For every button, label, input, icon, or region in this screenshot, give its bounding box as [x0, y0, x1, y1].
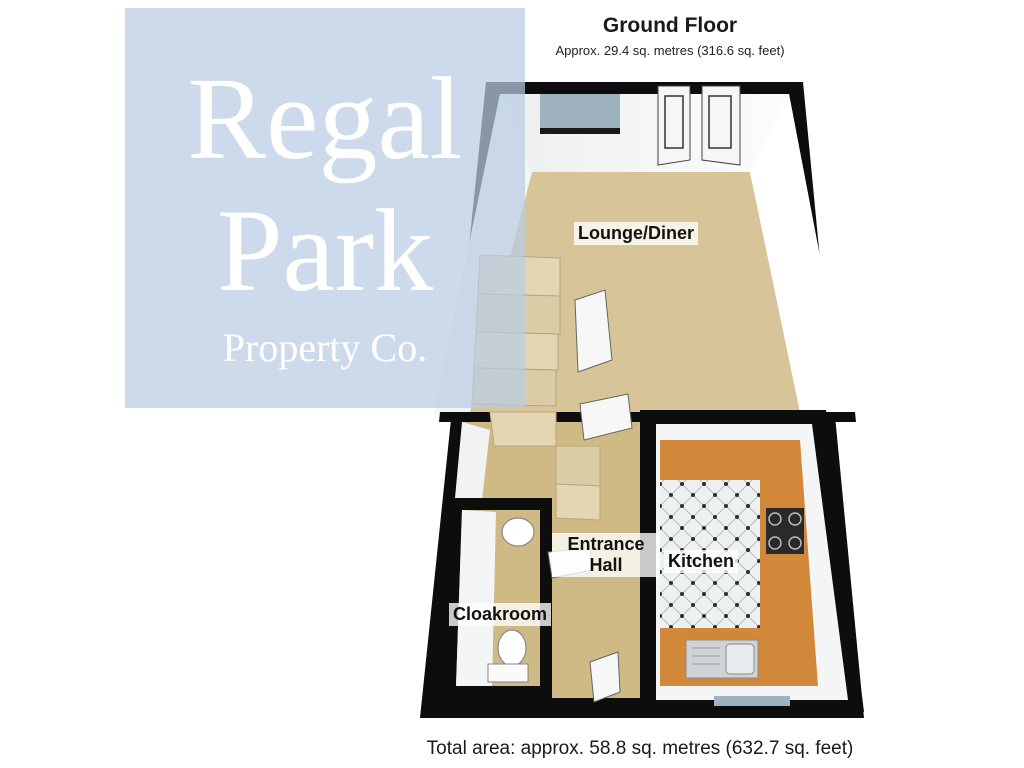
- room-label-entrance-hall: Entrance Hall: [552, 533, 660, 577]
- watermark-line-2: Park: [216, 185, 434, 316]
- toilet: [497, 629, 527, 667]
- sink: [685, 639, 759, 679]
- hob: [766, 508, 804, 554]
- room-label-kitchen: Kitchen: [664, 550, 739, 573]
- floor-title: Ground Floor: [602, 14, 738, 37]
- rear-window: [540, 94, 620, 132]
- lounge-door-upper: [574, 289, 613, 373]
- lounge-right-wall-face: [750, 94, 850, 414]
- watermark-line-1: Regal: [187, 53, 463, 184]
- front-door: [589, 651, 621, 703]
- room-label-cloakroom: Cloakroom: [449, 603, 552, 626]
- room-label-lounge: Lounge/Diner: [574, 222, 698, 245]
- kitchen-worktop-u: [660, 440, 818, 686]
- cloakroom-wall-face: [456, 510, 496, 686]
- watermark-line-3: Property Co.: [222, 325, 428, 370]
- lounge-door-lower: [579, 393, 633, 441]
- room-label-entrance: Entrance: [567, 534, 645, 554]
- french-doors: [657, 85, 741, 166]
- total-area: Total area: approx. 58.8 sq. metres (632…: [426, 738, 854, 759]
- floor-area: Approx. 29.4 sq. metres (316.6 sq. feet): [555, 43, 785, 58]
- watermark-panel: [125, 8, 525, 408]
- hall-wall-face: [455, 422, 490, 500]
- basin: [501, 517, 535, 547]
- room-label-hall: Hall: [589, 555, 623, 575]
- kitchen-window: [714, 696, 790, 706]
